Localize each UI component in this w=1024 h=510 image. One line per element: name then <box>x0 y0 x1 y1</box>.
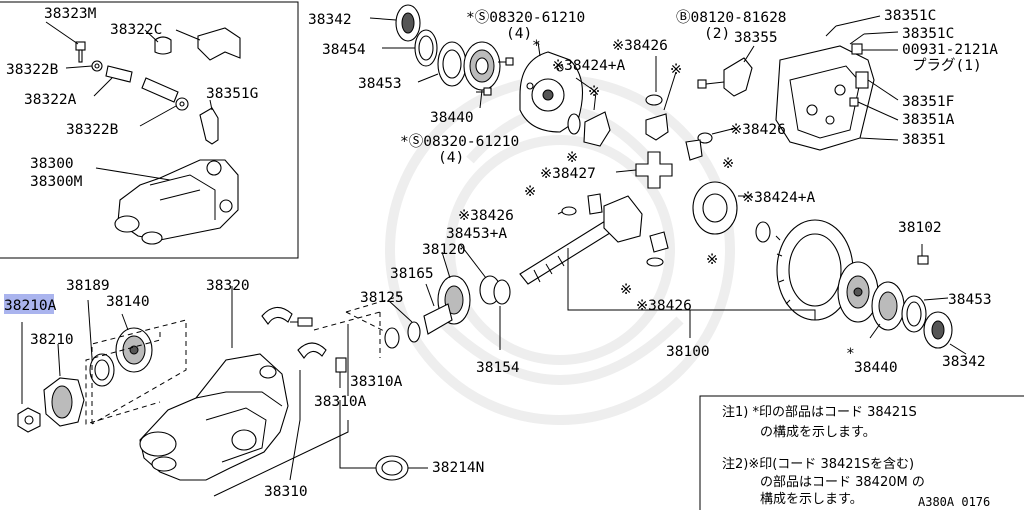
label-38424A-mid: ※38424+A <box>742 190 816 206</box>
label-bolt-upper: *Ⓢ08320-61210 <box>466 9 585 26</box>
inset-box <box>0 1 299 259</box>
marker-kome-2: ※ <box>566 150 578 166</box>
label-38323M: 38323M <box>44 6 97 22</box>
marker-kome-1: ※ <box>588 84 600 100</box>
marker-asterisk-1: * <box>532 38 541 54</box>
label-38322C: 38322C <box>110 22 162 38</box>
inset-parts <box>45 21 241 245</box>
label-plug-jp: プラグ(1) <box>912 57 982 74</box>
label-38322B-lower: 38322B <box>66 122 119 138</box>
label-38342-right: 38342 <box>942 354 986 370</box>
middle-parts <box>519 127 967 355</box>
marker-kome-7: ※ <box>620 282 632 298</box>
label-38351: 38351 <box>902 132 946 148</box>
note-1b: の構成を示します。 <box>760 425 876 440</box>
label-boltB-qty: (2) <box>704 26 730 42</box>
label-38426-low: ※38426 <box>636 298 692 314</box>
marker-kome-4: ※ <box>722 156 734 172</box>
notes-box <box>699 395 1024 510</box>
marker-asterisk-2: * <box>846 346 855 362</box>
marker-kome-3: ※ <box>670 62 682 78</box>
label-38351A: 38351A <box>902 112 955 128</box>
label-38440-right: 38440 <box>854 360 898 376</box>
label-38310: 38310 <box>264 484 308 500</box>
note-2b: の部品はコード 38420M の <box>760 475 925 490</box>
label-38453A: 38453+A <box>446 226 507 242</box>
label-38427: ※38427 <box>540 166 596 182</box>
note-2c: 構成を示します。 <box>760 492 863 507</box>
label-38351C-2: 38351C <box>902 26 954 42</box>
label-38100: 38100 <box>666 344 710 360</box>
label-38322A: 38322A <box>24 92 77 108</box>
labels: 38323M 38322C 38322B 38322A 38322B 38351… <box>4 6 998 509</box>
label-38453-right: 38453 <box>948 292 992 308</box>
label-38322B-upper: 38322B <box>6 62 59 78</box>
label-38140: 38140 <box>106 294 150 310</box>
label-38320: 38320 <box>206 278 250 294</box>
label-38426-left: ※38426 <box>458 208 514 224</box>
marker-kome-5: ※ <box>706 252 718 268</box>
label-38453-top: 38453 <box>358 76 402 92</box>
label-38426-top: ※38426 <box>612 38 668 54</box>
label-bolt-upper-qty: (4) <box>506 26 532 42</box>
label-bolt-lower: *Ⓢ08320-61210 <box>400 133 519 150</box>
label-boltB: Ⓑ08120-81628 <box>676 9 787 26</box>
pinion-parts <box>345 243 511 350</box>
marker-kome-6: ※ <box>524 184 536 200</box>
label-38189: 38189 <box>66 278 110 294</box>
label-38120: 38120 <box>422 242 466 258</box>
label-38351F: 38351F <box>902 94 954 110</box>
note-2a: 注2)※印(コード 38421Sを含む) <box>722 456 914 472</box>
label-38300: 38300 <box>30 156 74 172</box>
label-38102: 38102 <box>898 220 942 236</box>
top-parts <box>369 4 899 151</box>
label-38165: 38165 <box>390 266 434 282</box>
label-38125: 38125 <box>360 290 404 306</box>
label-38210: 38210 <box>30 332 74 348</box>
label-38154: 38154 <box>476 360 520 376</box>
label-38351G: 38351G <box>206 86 258 102</box>
label-38300M: 38300M <box>30 174 83 190</box>
label-38440-top: 38440 <box>430 110 474 126</box>
label-38310A-2: 38310A <box>314 394 367 410</box>
label-38351C-1: 38351C <box>884 8 936 24</box>
note-1a: 注1) *印の部品はコード 38421S <box>722 405 917 420</box>
label-38342-top: 38342 <box>308 12 352 28</box>
label-38424A-top: ※38424+A <box>552 58 626 74</box>
label-38355: 38355 <box>734 30 778 46</box>
label-bolt-lower-qty: (4) <box>438 150 464 166</box>
label-38426-mid: ※38426 <box>730 122 786 138</box>
diagram-id: A380A 0176 <box>918 495 990 509</box>
label-plug: 00931-2121A <box>902 42 998 58</box>
highlight-38210 <box>4 294 54 314</box>
label-38214N: 38214N <box>432 460 484 476</box>
label-38454: 38454 <box>322 42 366 58</box>
label-38310A-1: 38310A <box>350 374 403 390</box>
carrier-parts <box>17 286 428 497</box>
label-38210A: 38210A <box>4 298 57 314</box>
